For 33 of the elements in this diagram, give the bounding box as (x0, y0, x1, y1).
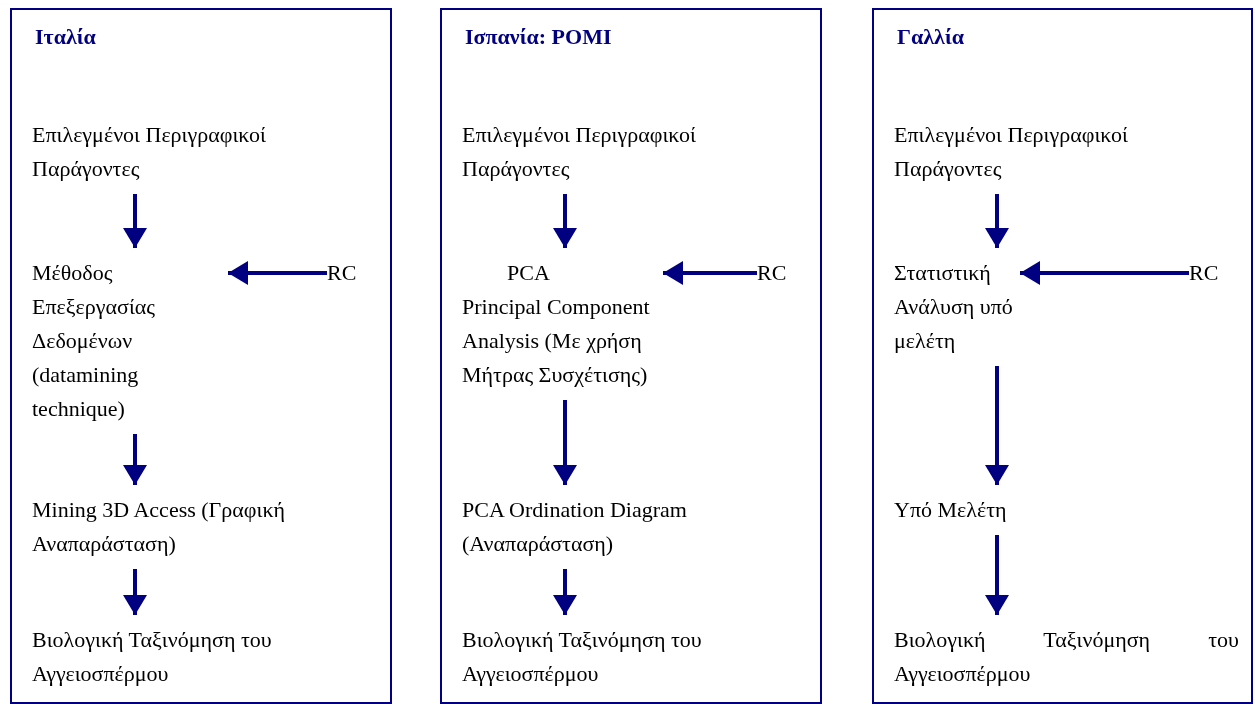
flow-step: RC (1189, 248, 1219, 298)
arrow (553, 194, 577, 248)
country-panel (440, 8, 822, 704)
flow-step: Βιολογική Ταξινόμηση του Αγγειοσπέρμου (894, 615, 1239, 699)
flow-step: Στατιστική Ανάλυση υπό μελέτη (894, 248, 1014, 366)
arrow (1020, 261, 1189, 285)
flow-step: Επιλεγμένοι Περιγραφικοί Παράγοντες (462, 110, 802, 194)
flow-step: Βιολογική Ταξινόμηση του Αγγειοσπέρμου (32, 615, 377, 699)
arrow (553, 400, 577, 485)
flow-step: Επιλεγμένοι Περιγραφικοί Παράγοντες (894, 110, 1234, 194)
flow-step: PCA Principal Component Analysis (Με χρήση Μήτρας Συσχέτισης) (462, 248, 657, 400)
arrow (123, 569, 147, 615)
flow-step: Υπό Μελέτη (894, 485, 1007, 535)
panel-title: Ισπανία: POMI (465, 24, 612, 50)
flow-step: Mining 3D Access (Γραφική Αναπαράσταση) (32, 485, 332, 569)
flow-step: PCA Ordination Diagram (Αναπαράσταση) (462, 485, 712, 569)
arrow (663, 261, 757, 285)
arrow (228, 261, 327, 285)
flow-step: RC (327, 248, 357, 298)
arrow (985, 194, 1009, 248)
arrow (985, 366, 1009, 485)
flow-step: Μέθοδος Επεξεργασίας Δεδομένων (datamining technique) (32, 248, 222, 434)
flow-step: RC (757, 248, 787, 298)
flow-step: Βιολογική Ταξινόμηση του Αγγειοσπέρμου (462, 615, 807, 699)
arrow (123, 194, 147, 248)
panel-title: Ιταλία (35, 24, 96, 50)
arrow (123, 434, 147, 485)
country-panel (10, 8, 392, 704)
country-panel (872, 8, 1253, 704)
panel-title: Γαλλία (897, 24, 964, 50)
arrow (985, 535, 1009, 615)
flow-step: Επιλεγμένοι Περιγραφικοί Παράγοντες (32, 110, 372, 194)
arrow (553, 569, 577, 615)
